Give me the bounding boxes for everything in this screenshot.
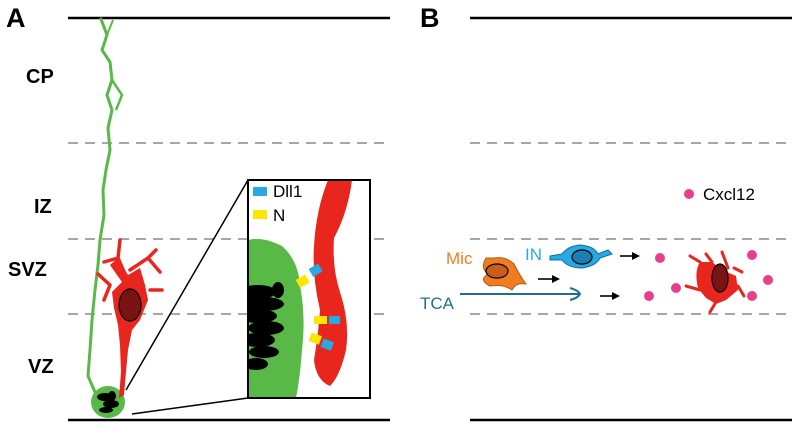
migration-arrows	[538, 252, 640, 300]
progenitor-nucleus	[118, 288, 142, 322]
notch-marker-1	[295, 274, 310, 288]
radial-glia-chromatin	[97, 391, 119, 413]
zoom-line-bottom	[131, 397, 249, 415]
dll1-marker-1	[308, 263, 323, 277]
notch-marker-2	[314, 316, 327, 324]
tca-label: TCA	[420, 294, 455, 313]
panel-b-letter: B	[420, 3, 440, 33]
microglia-cell	[482, 257, 528, 291]
zone-label-iz: IZ	[34, 196, 52, 218]
cxcl12-legend-dot	[684, 189, 694, 199]
inset-border	[247, 179, 371, 399]
notch-legend-label: N	[273, 206, 285, 225]
zoom-line-top	[125, 179, 249, 391]
interneuron-cell	[549, 244, 613, 269]
tca-axon	[460, 287, 582, 301]
dll1-marker-2	[329, 316, 340, 324]
inset-legend: Dll1 N	[253, 182, 302, 225]
basal-progenitor-cell	[96, 238, 164, 398]
dll1-legend-swatch	[253, 187, 267, 196]
dll1-marker-3	[320, 338, 335, 351]
notch-legend-swatch	[253, 210, 267, 219]
progenitor-cell-b	[684, 250, 746, 314]
dll1-legend-label: Dll1	[273, 182, 302, 201]
radial-glia-process	[86, 17, 114, 394]
zone-label-svz: SVZ	[8, 259, 47, 281]
inset-chromatin	[248, 282, 284, 370]
notch-marker-3	[308, 332, 323, 345]
cxcl12-dots	[644, 250, 773, 301]
cxcl12-label: Cxcl12	[703, 185, 755, 204]
panel-a-letter: A	[6, 3, 26, 33]
zone-label-vz: VZ	[28, 356, 54, 378]
zone-label-cp: CP	[26, 66, 54, 88]
mic-label: Mic	[446, 249, 473, 268]
inset-zoom: Dll1 N	[247, 179, 371, 399]
radial-glia-cell	[86, 17, 125, 418]
inset-red-process	[313, 180, 352, 386]
in-label: IN	[525, 245, 542, 264]
